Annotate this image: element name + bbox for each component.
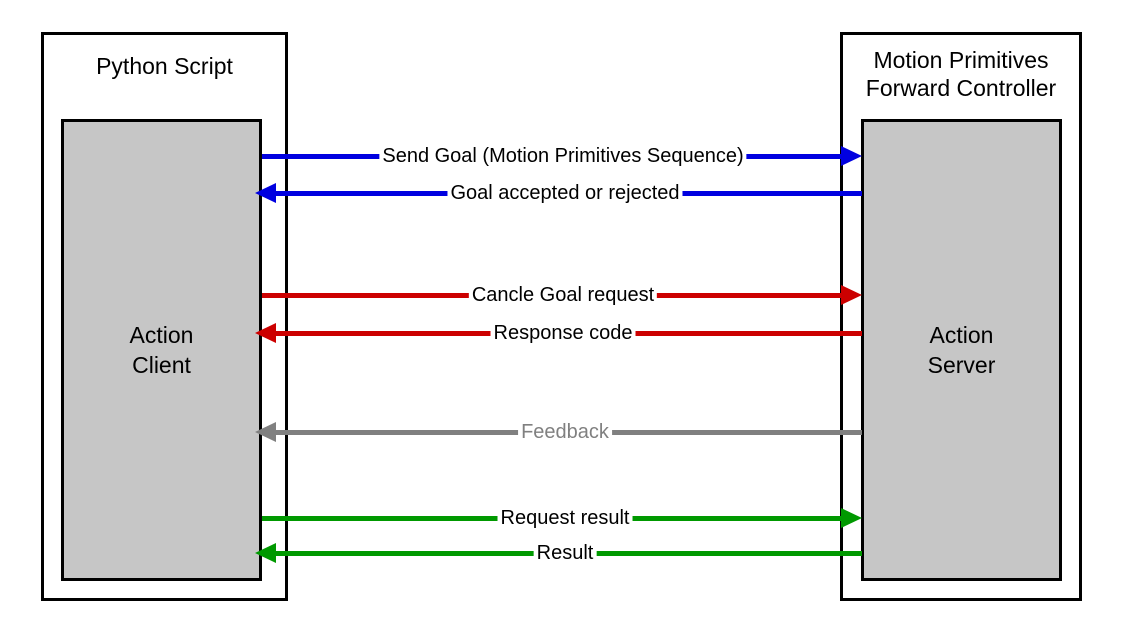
lifeline-label-action-server: Action Server [927,322,996,378]
arrowhead-send-goal [841,146,862,166]
participant-title-python-script: Python Script [96,53,233,79]
lifeline-action-client: Action Client [61,119,262,581]
participant-title-motion-primitives-forward-controller: Motion Primitives Forward Controller [865,47,1057,101]
arrowhead-feedback [255,422,276,442]
lifeline-label-action-client: Action Client [129,322,194,378]
message-label-response-code: Response code [490,322,636,344]
arrowhead-goal-accepted-or-rejected [255,183,276,203]
lifeline-action-server: Action Server [861,119,1062,581]
message-label-goal-accepted-or-rejected: Goal accepted or rejected [447,182,683,204]
arrowhead-cancel-goal-request [841,285,862,305]
message-label-result: Result [533,542,597,564]
message-label-send-goal: Send Goal (Motion Primitives Sequence) [379,145,747,167]
arrowhead-request-result [841,508,862,528]
message-label-request-result: Request result [497,507,633,529]
arrowhead-result [255,543,276,563]
message-label-feedback: Feedback [518,421,612,443]
message-label-cancel-goal-request: Cancle Goal request [468,284,658,306]
arrowhead-response-code [255,323,276,343]
